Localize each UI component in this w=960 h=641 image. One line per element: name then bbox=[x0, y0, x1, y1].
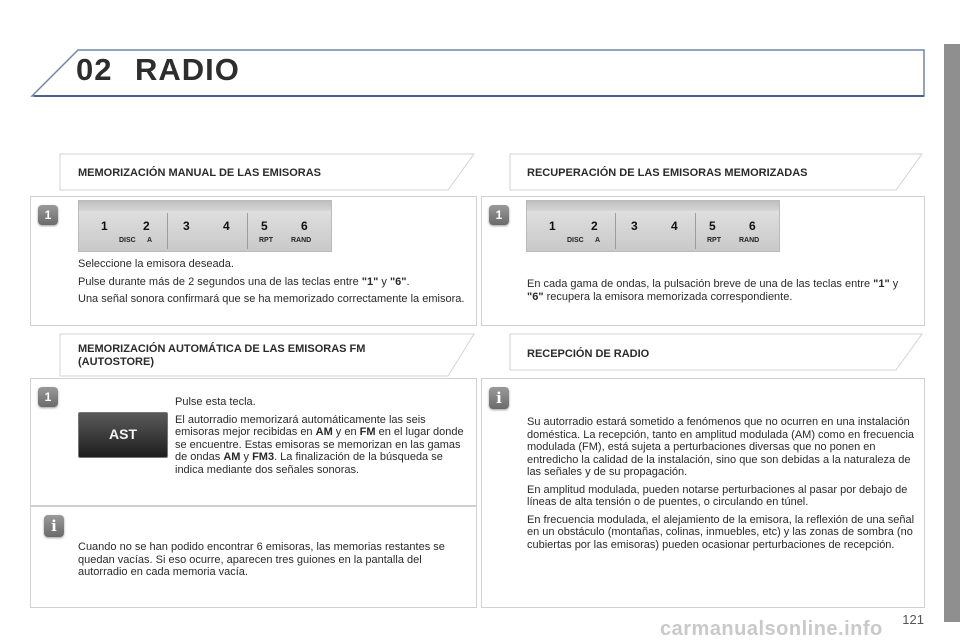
preset-key-5: 5 bbox=[261, 219, 268, 233]
autostore-description: El autorradio memorizará automáticamente… bbox=[175, 413, 464, 476]
info-icon: i bbox=[44, 515, 64, 537]
recall-stations-text: En cada gama de ondas, la pulsación brev… bbox=[527, 278, 907, 308]
key-sub-a: A bbox=[147, 237, 153, 244]
preset-key-6: 6 bbox=[301, 219, 308, 233]
chapter-title: RADIO bbox=[135, 52, 240, 87]
heading-radio-reception: RECEPCIÓN DE RADIO bbox=[527, 348, 650, 360]
autostore-press-key: Pulse esta tecla. bbox=[175, 396, 256, 408]
panel-autostore-info bbox=[30, 506, 477, 608]
key-sub-rand: RAND bbox=[739, 237, 760, 244]
watermark: carmanualsonline.info bbox=[660, 618, 883, 640]
side-tab-bar bbox=[944, 44, 960, 622]
preset-key-4: 4 bbox=[223, 219, 230, 233]
preset-keypad-image: 1 2 3 4 5 6 DISC A RPT RAND bbox=[526, 200, 780, 252]
preset-key-1: 1 bbox=[549, 219, 556, 233]
key-sub-rand: RAND bbox=[291, 237, 312, 244]
panel-radio-reception bbox=[481, 378, 925, 608]
preset-key-5: 5 bbox=[709, 219, 716, 233]
chapter-number: 02 bbox=[76, 52, 113, 87]
ast-button-image: AST bbox=[78, 412, 168, 458]
page-number: 121 bbox=[902, 612, 924, 627]
heading-recall-stations: RECUPERACIÓN DE LAS EMISORAS MEMORIZADAS bbox=[527, 167, 808, 179]
preset-key-3: 3 bbox=[631, 219, 638, 233]
key-sub-rpt: RPT bbox=[259, 237, 273, 244]
preset-keypad-image: 1 2 3 4 5 6 DISC A RPT RAND bbox=[78, 200, 332, 252]
preset-key-2: 2 bbox=[143, 219, 150, 233]
step-1-badge: 1 bbox=[489, 205, 509, 225]
preset-key-4: 4 bbox=[671, 219, 678, 233]
preset-key-6: 6 bbox=[749, 219, 756, 233]
step-1-badge: 1 bbox=[38, 205, 58, 225]
heading-autostore: MEMORIZACIÓN AUTOMÁTICA DE LAS EMISORAS … bbox=[78, 343, 366, 368]
reception-text: Su autorradio estará sometido a fenómeno… bbox=[527, 416, 915, 556]
step-1-badge: 1 bbox=[38, 387, 58, 407]
autostore-info-text: Cuando no se han podido encontrar 6 emis… bbox=[78, 541, 463, 584]
heading-manual-memorization: MEMORIZACIÓN MANUAL DE LAS EMISORAS bbox=[78, 167, 322, 179]
manual-memorization-text: Seleccione la emisora deseada. Pulse dur… bbox=[78, 258, 473, 311]
reception-intro: Su autorradio estará sometido a fenómeno… bbox=[527, 416, 915, 478]
manual-step-confirm: Una señal sonora confirmará que se ha me… bbox=[78, 293, 465, 305]
preset-key-3: 3 bbox=[183, 219, 190, 233]
ast-button-label: AST bbox=[109, 426, 137, 442]
key-sub-disc: DISC bbox=[567, 237, 584, 244]
header-banner bbox=[30, 49, 925, 97]
manual-step-press: Pulse durante más de 2 segundos una de l… bbox=[78, 275, 410, 288]
preset-key-1: 1 bbox=[101, 219, 108, 233]
key-sub-disc: DISC bbox=[119, 237, 136, 244]
reception-am: En amplitud modulada, pueden notarse per… bbox=[527, 483, 908, 509]
key-sub-rpt: RPT bbox=[707, 237, 721, 244]
info-icon: i bbox=[489, 387, 509, 409]
recall-instruction: En cada gama de ondas, la pulsación brev… bbox=[527, 278, 899, 303]
autostore-info: Cuando no se han podido encontrar 6 emis… bbox=[78, 541, 445, 578]
preset-key-2: 2 bbox=[591, 219, 598, 233]
autostore-text: Pulse esta tecla. El autorradio memoriza… bbox=[175, 396, 467, 481]
manual-step-select: Seleccione la emisora deseada. bbox=[78, 258, 234, 270]
key-sub-a: A bbox=[595, 237, 601, 244]
reception-fm: En frecuencia modulada, el alejamiento d… bbox=[527, 513, 915, 551]
